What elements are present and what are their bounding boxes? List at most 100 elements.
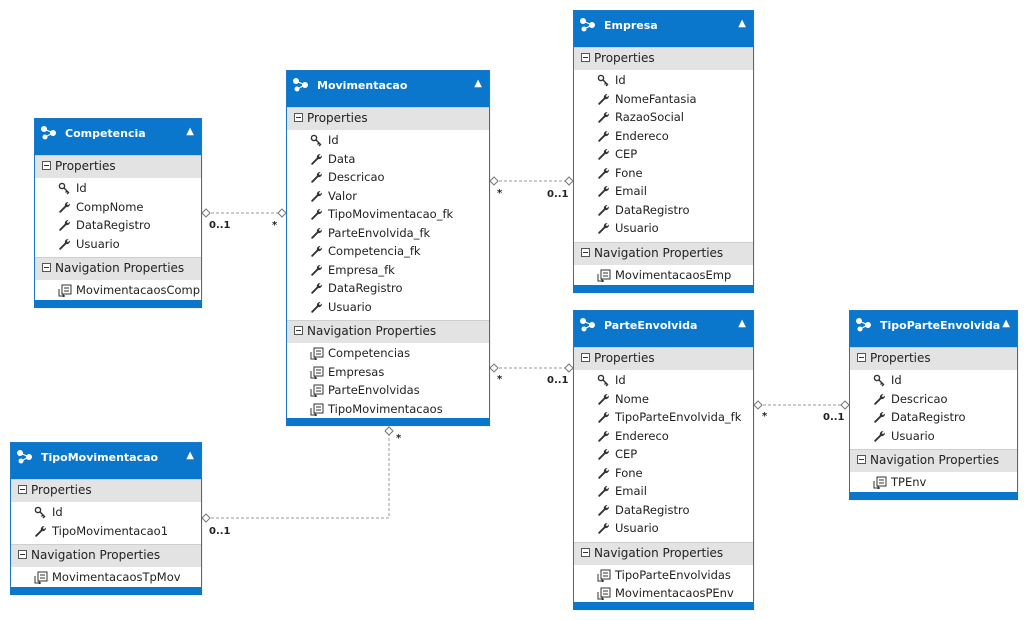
entity-header[interactable]: ParteEnvolvida ▲ [574, 311, 753, 347]
collapse-section-icon[interactable] [42, 263, 51, 272]
property-id[interactable]: Id [287, 132, 489, 151]
properties-section-header[interactable]: Properties [11, 479, 201, 502]
entity-header[interactable]: TipoParteEnvolvida ▲ [850, 311, 1017, 347]
nav-property-tipomovimentacaos[interactable]: TipoMovimentacaos [287, 401, 489, 420]
property-dataregistro[interactable]: DataRegistro [850, 409, 1017, 428]
nav-property-competencias[interactable]: Competencias [287, 345, 489, 364]
collapse-section-icon[interactable] [294, 113, 303, 122]
property-usuario[interactable]: Usuario [574, 220, 753, 239]
collapse-section-icon[interactable] [857, 353, 866, 362]
property-dataregistro[interactable]: DataRegistro [35, 217, 201, 236]
property-label: MovimentacaosComp [76, 283, 201, 297]
property-usuario[interactable]: Usuario [850, 428, 1017, 447]
navigation-section-header[interactable]: Navigation Properties [574, 541, 753, 565]
property-compnome[interactable]: CompNome [35, 199, 201, 218]
property-id[interactable]: Id [574, 72, 753, 91]
property-dataregistro[interactable]: DataRegistro [574, 502, 753, 521]
nav-property-movimentacaosemp[interactable]: MovimentacaosEmp [574, 267, 753, 286]
collapse-chevron-icon[interactable]: ▲ [738, 318, 746, 329]
collapse-chevron-icon[interactable]: ▲ [1002, 318, 1010, 329]
property-tipoparteenvolvida-fk[interactable]: TipoParteEnvolvida_fk [574, 409, 753, 428]
collapse-chevron-icon[interactable]: ▲ [186, 450, 194, 461]
property-descricao[interactable]: Descricao [850, 391, 1017, 410]
property-data[interactable]: Data [287, 151, 489, 170]
collapse-chevron-icon[interactable]: ▲ [474, 78, 482, 89]
multiplicity-label: 0..1 [209, 526, 231, 537]
collapse-section-icon[interactable] [581, 53, 590, 62]
property-id[interactable]: Id [11, 504, 201, 523]
collapse-section-icon[interactable] [581, 353, 590, 362]
property-nomefantasia[interactable]: NomeFantasia [574, 91, 753, 110]
navigation-section-header[interactable]: Navigation Properties [35, 257, 201, 280]
entity-title: Movimentacao [317, 79, 408, 92]
property-usuario[interactable]: Usuario [35, 236, 201, 255]
entity-header[interactable]: TipoMovimentacao ▲ [11, 443, 201, 479]
entity-header[interactable]: Movimentacao ▲ [287, 71, 489, 107]
property-usuario[interactable]: Usuario [574, 520, 753, 539]
entity-header[interactable]: Competencia ▲ [35, 119, 201, 155]
nav-property-movimentacaospenv[interactable]: MovimentacaosPEnv [574, 585, 753, 604]
property-label: Id [615, 373, 626, 387]
property-id[interactable]: Id [574, 372, 753, 391]
nav-property-empresas[interactable]: Empresas [287, 364, 489, 383]
nav-property-tpenv[interactable]: TPEnv [850, 474, 1017, 493]
properties-section-header[interactable]: Properties [574, 347, 753, 370]
nav-property-movimentacaostpmov[interactable]: MovimentacaosTpMov [11, 569, 201, 588]
collapse-chevron-icon[interactable]: ▲ [738, 18, 746, 29]
property-tipomovimentacao1[interactable]: TipoMovimentacao1 [11, 523, 201, 542]
collapse-section-icon[interactable] [294, 326, 303, 335]
properties-section-header[interactable]: Properties [850, 347, 1017, 370]
properties-section-header[interactable]: Properties [574, 47, 753, 70]
property-tipomovimentacao-fk[interactable]: TipoMovimentacao_fk [287, 206, 489, 225]
collapse-section-icon[interactable] [18, 485, 27, 494]
nav-property-tipoparteenvolvidas[interactable]: TipoParteEnvolvidas [574, 567, 753, 586]
property-endereco[interactable]: Endereco [574, 128, 753, 147]
property-email[interactable]: Email [574, 183, 753, 202]
collapse-section-icon[interactable] [42, 161, 51, 170]
collapse-section-icon[interactable] [581, 547, 590, 557]
wrench-icon [597, 411, 610, 424]
property-dataregistro[interactable]: DataRegistro [574, 202, 753, 221]
collapse-section-icon[interactable] [857, 455, 866, 464]
property-id[interactable]: Id [35, 180, 201, 199]
property-id[interactable]: Id [850, 372, 1017, 391]
property-empresa-fk[interactable]: Empresa_fk [287, 262, 489, 281]
entity-type-icon [579, 17, 597, 33]
properties-section-header[interactable]: Properties [35, 155, 201, 178]
property-valor[interactable]: Valor [287, 188, 489, 207]
nav-property-parteenvolvidas[interactable]: ParteEnvolvidas [287, 382, 489, 401]
nav-property-movimentacaoscomp[interactable]: MovimentacaosComp [35, 282, 201, 301]
property-label: Id [76, 181, 87, 195]
navigation-section-header[interactable]: Navigation Properties [574, 241, 753, 265]
property-razaosocial[interactable]: RazaoSocial [574, 109, 753, 128]
property-cep[interactable]: CEP [574, 446, 753, 465]
property-endereco[interactable]: Endereco [574, 428, 753, 447]
navigation-section-header[interactable]: Navigation Properties [287, 320, 489, 343]
collapse-section-icon[interactable] [18, 550, 27, 559]
navigation-section-header[interactable]: Navigation Properties [850, 449, 1017, 472]
property-nome[interactable]: Nome [574, 391, 753, 410]
collapse-chevron-icon[interactable]: ▲ [186, 126, 194, 137]
properties-section-header[interactable]: Properties [287, 107, 489, 130]
property-parteenvolvida-fk[interactable]: ParteEnvolvida_fk [287, 225, 489, 244]
property-usuario[interactable]: Usuario [287, 299, 489, 318]
property-cep[interactable]: CEP [574, 146, 753, 165]
entity-header[interactable]: Empresa ▲ [574, 11, 753, 47]
property-competencia-fk[interactable]: Competencia_fk [287, 243, 489, 262]
property-email[interactable]: Email [574, 483, 753, 502]
navigation-section-header[interactable]: Navigation Properties [11, 544, 201, 567]
multiplicity-label: 0..1 [823, 412, 845, 423]
collapse-section-icon[interactable] [581, 247, 590, 257]
property-descricao[interactable]: Descricao [287, 169, 489, 188]
property-fone[interactable]: Fone [574, 465, 753, 484]
property-dataregistro[interactable]: DataRegistro [287, 280, 489, 299]
end-diamond [840, 400, 850, 410]
property-fone[interactable]: Fone [574, 165, 753, 184]
